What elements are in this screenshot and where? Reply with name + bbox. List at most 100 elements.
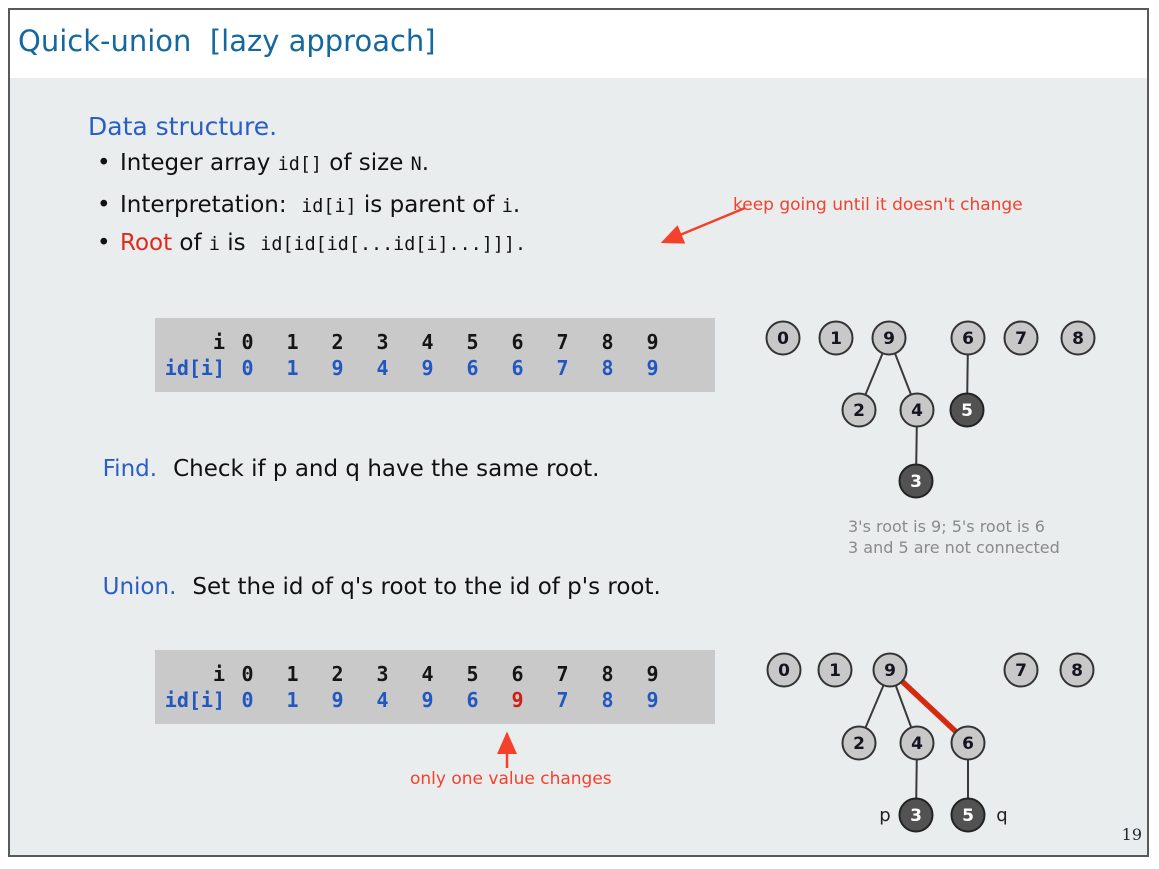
svg-text:7: 7 bbox=[1015, 661, 1027, 681]
table-cell: 4 bbox=[421, 662, 434, 686]
tree-node-7: 7 bbox=[1003, 652, 1039, 688]
tree-node-8: 8 bbox=[1060, 320, 1096, 356]
svg-text:7: 7 bbox=[1015, 329, 1027, 349]
bullet-integer-array: Integer array id[] of size N. bbox=[97, 150, 430, 176]
union-statement: Union.Set the id of q's root to the id o… bbox=[88, 548, 661, 600]
table-cell: 9 bbox=[511, 688, 524, 712]
row-label: i bbox=[212, 330, 225, 354]
table-cell: 9 bbox=[646, 688, 659, 712]
table-cell: 6 bbox=[511, 662, 524, 686]
table-cell: 0 bbox=[241, 688, 254, 712]
table-cell: 9 bbox=[646, 662, 659, 686]
table-cell: 5 bbox=[466, 662, 479, 686]
svg-text:1: 1 bbox=[829, 661, 841, 681]
text-run: i bbox=[208, 234, 220, 255]
svg-text:1: 1 bbox=[830, 329, 842, 349]
svg-text:9: 9 bbox=[884, 661, 896, 681]
tree-node-2: 2 bbox=[841, 725, 877, 761]
table-cell: 1 bbox=[286, 330, 299, 354]
union-red-edge bbox=[887, 667, 971, 746]
table-cell: 6 bbox=[466, 688, 479, 712]
data-structure-heading: Data structure. bbox=[88, 112, 278, 141]
tree-node-6: 6 bbox=[950, 725, 986, 761]
slide-title: Quick-union [lazy approach] bbox=[18, 24, 436, 58]
table-cell: 6 bbox=[511, 356, 524, 380]
node-annotation-q: q bbox=[996, 805, 1007, 826]
table-cell: 2 bbox=[331, 662, 344, 686]
table-cell: 4 bbox=[421, 330, 434, 354]
svg-text:8: 8 bbox=[1072, 329, 1084, 349]
tree-node-3: 3 bbox=[898, 463, 934, 499]
tree-node-0: 0 bbox=[766, 652, 802, 688]
table-cell: 0 bbox=[241, 662, 254, 686]
svg-text:2: 2 bbox=[853, 734, 865, 754]
svg-text:3: 3 bbox=[910, 472, 922, 492]
text-run: id[id[id[...id[i]...]]]. bbox=[260, 234, 527, 255]
tree-node-6: 6 bbox=[950, 320, 986, 356]
find-statement: Find. Check if p and q have the same root… bbox=[88, 430, 600, 482]
text-run: is parent of bbox=[356, 192, 502, 218]
table-row: id[i] 0 1 9 4 9 6 6 7 8 9 bbox=[155, 355, 715, 381]
row-label: id[i] bbox=[164, 688, 225, 712]
find-text: Check if p and q have the same root. bbox=[173, 456, 600, 482]
table-cell: 6 bbox=[511, 330, 524, 354]
tree-node-2: 2 bbox=[841, 392, 877, 428]
table-cell: 8 bbox=[601, 356, 614, 380]
svg-text:5: 5 bbox=[962, 806, 974, 826]
table-cell: 8 bbox=[601, 688, 614, 712]
node-annotation-p: p bbox=[879, 805, 890, 826]
tree-node-3: 3 bbox=[898, 797, 934, 833]
svg-text:9: 9 bbox=[883, 329, 895, 349]
tree-node-0: 0 bbox=[765, 320, 801, 356]
table-cell: 9 bbox=[331, 356, 344, 380]
text-run: . bbox=[512, 192, 521, 218]
text-run: of size bbox=[321, 150, 411, 176]
svg-text:3: 3 bbox=[910, 806, 922, 826]
one-value-arrow bbox=[497, 731, 517, 768]
table-cell: 9 bbox=[421, 688, 434, 712]
text-run: . bbox=[421, 150, 430, 176]
table-cell: 1 bbox=[286, 688, 299, 712]
text-run: Integer array bbox=[120, 150, 278, 176]
table-cell: 8 bbox=[601, 330, 614, 354]
keep-going-arrow bbox=[660, 206, 746, 244]
table-cell: 0 bbox=[241, 356, 254, 380]
tree-node-9: 9 bbox=[872, 652, 908, 688]
union-text: Set the id of q's root to the id of p's … bbox=[192, 574, 661, 600]
table-cell: 9 bbox=[646, 356, 659, 380]
table-cell: 9 bbox=[646, 330, 659, 354]
tree-caption-line: 3's root is 9; 5's root is 6 bbox=[848, 517, 1045, 536]
table-cell: 9 bbox=[421, 356, 434, 380]
tree-node-7: 7 bbox=[1003, 320, 1039, 356]
tree-node-8: 8 bbox=[1059, 652, 1095, 688]
text-run: Interpretation: bbox=[120, 192, 302, 218]
tree-node-4: 4 bbox=[899, 392, 935, 428]
svg-text:5: 5 bbox=[961, 401, 973, 421]
page-number: 19 bbox=[1121, 825, 1142, 844]
text-run: Root bbox=[120, 230, 173, 256]
annotation-one-value-changes: only one value changes bbox=[410, 769, 612, 789]
tree-node-1: 1 bbox=[818, 320, 854, 356]
table-cell: 4 bbox=[376, 356, 389, 380]
table-cell: 2 bbox=[331, 330, 344, 354]
table-cell: 7 bbox=[556, 662, 569, 686]
text-run: id[] bbox=[277, 154, 322, 175]
table-cell: 3 bbox=[376, 662, 389, 686]
svg-text:4: 4 bbox=[911, 734, 923, 754]
table-cell: 4 bbox=[376, 688, 389, 712]
svg-text:2: 2 bbox=[853, 401, 865, 421]
table-cell: 7 bbox=[556, 356, 569, 380]
table-cell: 1 bbox=[286, 356, 299, 380]
table-cell: 8 bbox=[601, 662, 614, 686]
table-cell: 3 bbox=[376, 330, 389, 354]
row-label: id[i] bbox=[164, 356, 225, 380]
find-keyword: Find. bbox=[102, 456, 158, 482]
table-cell: 5 bbox=[466, 330, 479, 354]
text-run: N bbox=[410, 154, 422, 175]
table-cell: 6 bbox=[466, 356, 479, 380]
table-cell: 9 bbox=[331, 688, 344, 712]
text-run: is bbox=[219, 230, 261, 256]
